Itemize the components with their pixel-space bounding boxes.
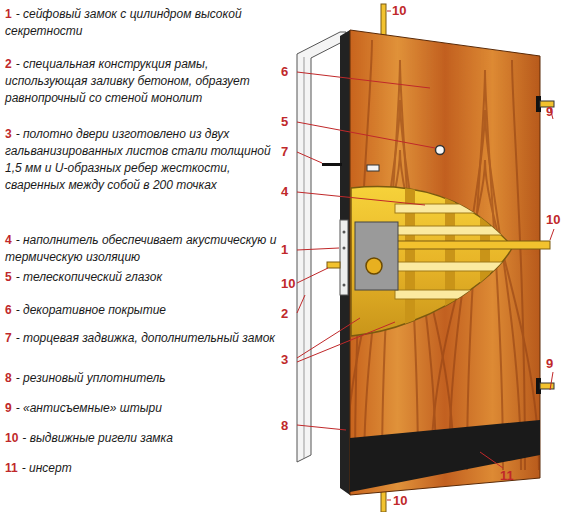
leader-lines: [297, 11, 554, 500]
callout-number: 10: [392, 3, 406, 18]
callout-number: 3: [5, 127, 12, 141]
legend-item: 2- специальная конструкция рамы, использ…: [5, 56, 277, 107]
callout-number: 1: [281, 242, 288, 257]
callout-number: 8: [281, 418, 288, 433]
side-bolt: [327, 262, 340, 268]
end-bolt-handle: [322, 163, 342, 166]
legend-text: - специальная конструкция рамы, использу…: [5, 57, 250, 105]
callout-number: 10: [5, 431, 18, 445]
legend-text: - торцевая задвижка, дополнительный замо…: [16, 331, 275, 345]
frame-line: [304, 57, 305, 458]
callout-number: 11: [500, 468, 514, 483]
legend-item: 10 - выдвижные ригели замка: [5, 430, 277, 447]
legend-item: 9 - «антисъемные» штыри: [5, 400, 277, 417]
callout-number: 11: [5, 461, 18, 475]
legend-text: - резиновый уплотнитель: [16, 371, 166, 385]
legend-text: - телескопический глазок: [16, 270, 162, 284]
legend-text: - полотно двери изготовлено из двух галь…: [5, 127, 271, 192]
legend-text: - инсерт: [22, 461, 72, 475]
legend-text: - сейфовый замок с цилиндром высокой сек…: [5, 7, 242, 38]
wood-grain: [346, 40, 539, 470]
bolt-pin: [381, 4, 386, 38]
legend-text: - «антисъемные» штыри: [16, 401, 162, 415]
callout-number: 9: [546, 104, 553, 119]
anti-removal-pin: [540, 383, 554, 389]
legend-item: 1- сейфовый замок с цилиндром высокой се…: [5, 6, 277, 40]
legend-text: - выдвижные ригели замка: [22, 431, 173, 445]
legend-item: 6 - декоративное покрытие: [5, 302, 277, 319]
legend-item: 5 - телескопический глазок: [5, 269, 277, 286]
callout-number: 6: [281, 64, 288, 79]
lock-body: [355, 222, 398, 290]
legend-item: 3- полотно двери изготовлено из двух гал…: [5, 126, 277, 194]
callout-number: 9: [546, 356, 553, 371]
legend-item: 8 - резиновый уплотнитель: [5, 370, 277, 387]
callout-number: 7: [5, 331, 12, 345]
callout-number: 10: [393, 493, 407, 508]
legend-item: 11 - инсерт: [5, 460, 277, 477]
callout-number: 1: [5, 7, 12, 21]
callout-number: 2: [281, 306, 288, 321]
lock-bolt: [395, 241, 550, 249]
legend-text: - наполнитель обеспечивает акустическую …: [5, 233, 276, 264]
callout-number: 2: [5, 57, 12, 71]
door-edge-seal: [340, 30, 350, 495]
callout-number: 5: [281, 114, 288, 129]
door-leaf: [350, 30, 540, 495]
bottom-insert: [350, 420, 540, 492]
callout-number: 5: [5, 270, 12, 284]
legend-text: - декоративное покрытие: [16, 303, 166, 317]
callout-number: 10: [546, 212, 560, 227]
door-frame: [297, 32, 346, 462]
lock-cylinder: [366, 258, 382, 274]
lock-slot: [367, 165, 379, 171]
callout-number: 9: [5, 401, 12, 415]
lock-faceplate: [340, 220, 348, 295]
peephole: [436, 146, 445, 155]
legend-item: 4- наполнитель обеспечивает акустическую…: [5, 232, 277, 266]
callout-number: 8: [5, 371, 12, 385]
callout-number: 4: [5, 233, 12, 247]
callout-number: 3: [281, 352, 288, 367]
callout-number: 6: [5, 303, 12, 317]
legend-item: 7 - торцевая задвижка, дополнительный зам…: [5, 330, 277, 347]
callout-number: 7: [281, 144, 288, 159]
callout-number: 10: [281, 276, 295, 291]
callout-number: 4: [281, 184, 288, 199]
